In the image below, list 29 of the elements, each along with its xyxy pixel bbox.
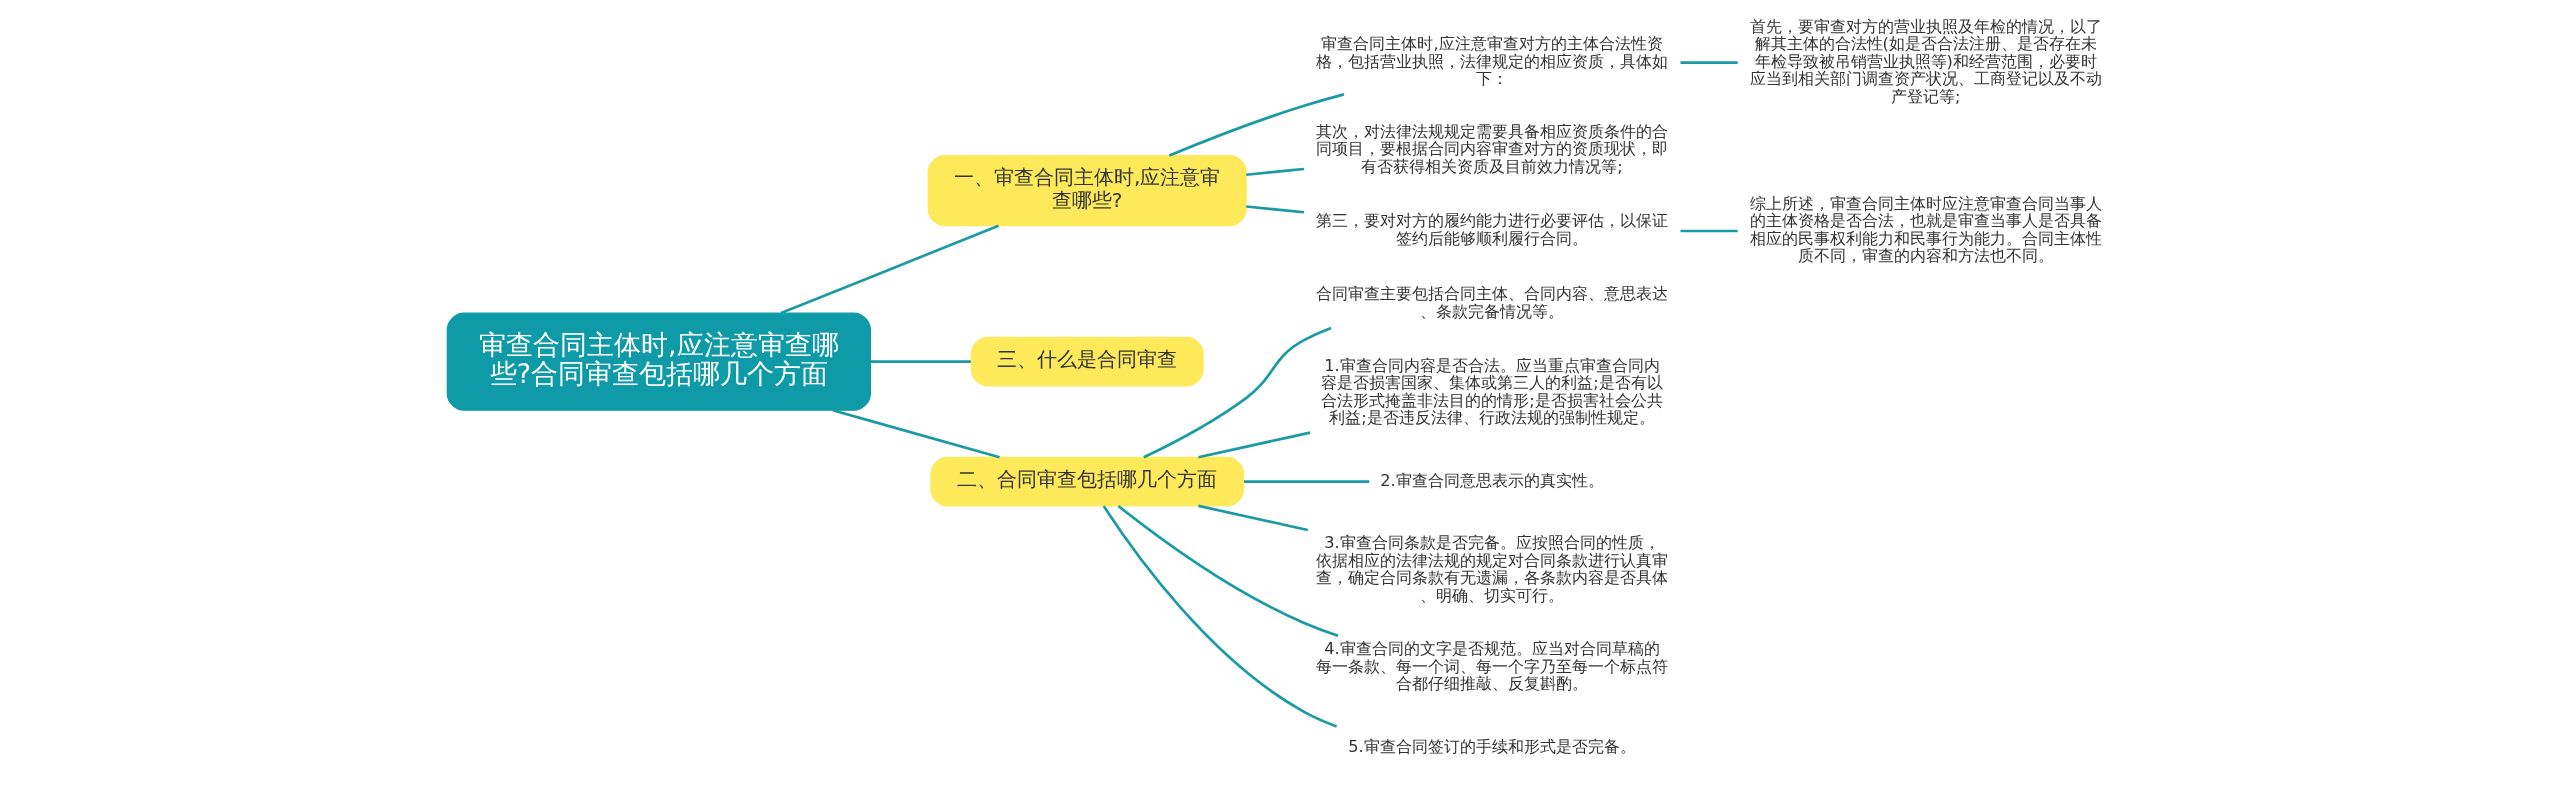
node-box: 二、合同审查包括哪几个方面 (929, 456, 1244, 507)
connector (831, 408, 1000, 459)
node-text: 4.审查合同的文字是否规范。应当对合同草稿的每一条款、每一个词、每一个字乃至每一个标点符合都仔细推敲、反复斟酌。 (1315, 639, 1668, 694)
node-text: 第三，要对对方的履约能力进行必要评估，以保证签约后能够顺利履行合同。 (1315, 211, 1668, 248)
node-text: 合同审查主要包括合同主体、合同内容、意思表达、条款完备情况等。 (1315, 284, 1668, 321)
connector (1245, 205, 1304, 214)
node-text: 2.审查合同意思表示的真实性。 (1379, 470, 1604, 490)
connector (1168, 93, 1344, 157)
connector (1680, 61, 1738, 64)
node-box: 三、什么是合同审查 (970, 336, 1204, 387)
node-box: 审查合同主体时,应注意审查哪些?合同审查包括哪几个方面 (446, 312, 871, 411)
node-text: 其次，对法律法规规定需要具备相应资质条件的合同项目，要根据合同内容审查对方的资质现状，即有否获得相关资质及目前效力情况等; (1315, 121, 1668, 176)
connector (1117, 505, 1338, 637)
connector (780, 224, 999, 315)
node-text: 审查合同主体时,应注意审查对方的主体合法性资格，包括营业执照，法律规定的相应资质，具体如下： (1315, 34, 1668, 89)
node-text: 3.审查合同条款是否完备。应按照合同的性质，依据相应的法律法规的规定对合同条款进行认真审查，确定合同条款有无遗漏，各条款内容是否具体、明确、切实可行。 (1315, 533, 1668, 605)
connector (1680, 229, 1738, 233)
node-text: 1.审查合同内容是否合法。应当重点审查合同内容是否损害国家、集体或第三人的利益;是否有以合法形式掩盖非法目的的情形;是否损害社会公共利益;是否违反法律、行政法规的强制性规定。 (1320, 355, 1663, 428)
node-text: 综上所述，审查合同主体时应注意审查合同当事人的主体资格是否合法，也就是审查当事人是否具备相应的民事权利能力和民事行为能力。合同主体性质不同，审查的内容和方法也不同。 (1749, 193, 2102, 266)
connector (1245, 167, 1304, 177)
node-box: 一、审查合同主体时,应注意审查哪些? (927, 154, 1247, 227)
connector (1197, 504, 1308, 532)
node-text: 5.审查合同签订的手续和形式是否完备。 (1347, 737, 1636, 757)
connector (1243, 480, 1369, 483)
connector (1197, 431, 1310, 459)
connector (1142, 326, 1332, 459)
connector (870, 360, 971, 364)
connector (1102, 505, 1337, 728)
node-text: 首先，要审查对方的营业执照及年检的情况，以了解其主体的合法性(如是否合法注册、是否存在未年检导致被吊销营业执照等)和经营范围，必要时应当到相关部门调查资产状况、工商登记以及不动产登记等; (1749, 16, 2102, 106)
